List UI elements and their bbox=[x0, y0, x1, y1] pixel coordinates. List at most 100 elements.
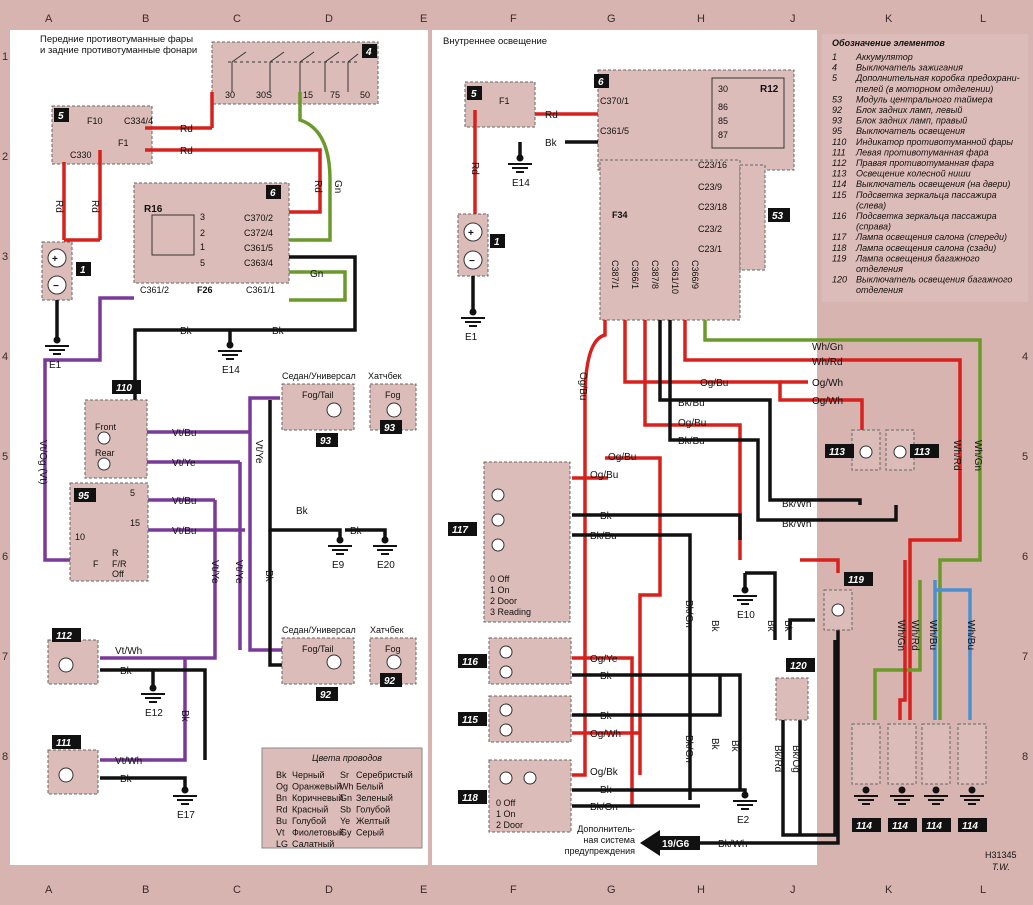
svg-text:C361/1: C361/1 bbox=[246, 285, 275, 295]
legend-item-text: Правая противотуманная фара bbox=[856, 158, 994, 168]
svg-text:Vt/Ye: Vt/Ye bbox=[209, 560, 220, 584]
grid-row-7: 7 bbox=[1022, 651, 1028, 663]
svg-text:95: 95 bbox=[78, 491, 90, 502]
svg-text:112: 112 bbox=[56, 631, 72, 642]
right-box6-bottom-connectors: C387/1 C366/1 C387/8 C361/10 C366/9 bbox=[610, 260, 700, 294]
svg-text:Bk: Bk bbox=[296, 506, 309, 517]
svg-text:Bk: Bk bbox=[600, 671, 613, 682]
svg-text:Rd: Rd bbox=[545, 110, 558, 121]
left-panel bbox=[10, 30, 428, 865]
grid-col-L: L bbox=[980, 884, 986, 896]
svg-text:Bk/Bu: Bk/Bu bbox=[678, 436, 705, 447]
ground-label: E12 bbox=[145, 708, 163, 719]
component-badge: 115 bbox=[458, 712, 487, 726]
legend-item-text: Дополнительная коробка предохрани- bbox=[855, 73, 1020, 83]
svg-text:53: 53 bbox=[772, 211, 784, 222]
svg-text:Bk: Bk bbox=[709, 620, 720, 633]
wire-color-code: Wh bbox=[340, 782, 354, 792]
svg-text:Bk: Bk bbox=[272, 326, 285, 337]
door-switch-2 bbox=[887, 723, 917, 785]
svg-text:R: R bbox=[112, 548, 119, 558]
svg-text:92: 92 bbox=[384, 676, 396, 687]
svg-text:Bk: Bk bbox=[729, 740, 740, 753]
svg-text:Bk/Bu: Bk/Bu bbox=[678, 398, 705, 409]
battery-left-plus bbox=[47, 248, 67, 268]
legend-item-num: 112 bbox=[832, 158, 846, 168]
svg-text:Bk/Og: Bk/Og bbox=[790, 745, 801, 773]
fogtail-lamp-icon-92 bbox=[326, 654, 342, 670]
svg-text:1 On: 1 On bbox=[490, 585, 510, 595]
mirror-light-left bbox=[488, 695, 572, 743]
grid-col-L: L bbox=[980, 13, 986, 25]
legend-item-num: 4 bbox=[832, 63, 837, 73]
component-badge: 93 bbox=[316, 433, 338, 447]
svg-text:Og/Bk: Og/Bk bbox=[590, 767, 619, 778]
svg-text:Vt/Ye: Vt/Ye bbox=[253, 440, 264, 464]
legend-item-text: Освещение колесной ниши bbox=[856, 169, 971, 179]
component-badge: 114 bbox=[958, 818, 987, 832]
legend-item-num: 5 bbox=[832, 73, 838, 83]
svg-text:0 Off: 0 Off bbox=[496, 798, 516, 808]
legend-item-text: Аккумулятор bbox=[855, 52, 913, 62]
svg-text:0 Off: 0 Off bbox=[490, 574, 510, 584]
svg-text:предупреждения: предупреждения bbox=[565, 846, 635, 856]
grid-col-F: F bbox=[510, 13, 517, 25]
legend-item-num: 95 bbox=[832, 126, 843, 136]
grid-col-F: F bbox=[510, 884, 517, 896]
grid-col-G: G bbox=[607, 13, 616, 25]
ground-icon bbox=[854, 786, 878, 805]
boot-light-switch bbox=[775, 677, 809, 721]
component-badge: 114 bbox=[922, 818, 951, 832]
svg-text:2 Door: 2 Door bbox=[490, 596, 517, 606]
legend-item-text: Лампа освещения багажного bbox=[855, 253, 980, 263]
svg-text:1: 1 bbox=[80, 265, 86, 276]
svg-text:Og/Bu: Og/Bu bbox=[678, 418, 706, 429]
svg-text:Wh/Gn: Wh/Gn bbox=[972, 440, 983, 471]
svg-text:Bk: Bk bbox=[350, 526, 363, 537]
svg-text:C370/2: C370/2 bbox=[244, 213, 273, 223]
mirror-light-right bbox=[488, 637, 572, 685]
right-wires bbox=[471, 110, 982, 845]
legend-item-text: Лампа освещения салона (спереди) bbox=[855, 232, 1007, 242]
svg-text:110: 110 bbox=[116, 383, 132, 394]
svg-text:85: 85 bbox=[718, 116, 728, 126]
front-interior-lamp-icon-2 bbox=[491, 513, 505, 527]
svg-text:Gn: Gn bbox=[310, 269, 323, 280]
svg-text:50: 50 bbox=[360, 90, 370, 100]
component-badge: 92 bbox=[316, 687, 338, 701]
ground-icon: E14 bbox=[508, 154, 532, 189]
svg-text:114: 114 bbox=[892, 821, 908, 832]
wheel-arch-light-1-icon bbox=[859, 445, 873, 459]
door-switch-4 bbox=[957, 723, 987, 785]
central-timer-module bbox=[739, 164, 766, 271]
svg-text:C23/16: C23/16 bbox=[698, 160, 727, 170]
junction-box-right bbox=[597, 69, 795, 171]
rear-interior-lamp-modes: 0 Off 1 On 2 Door bbox=[496, 798, 523, 830]
wire-color-code: Bu bbox=[276, 816, 287, 826]
relay-r16 bbox=[151, 214, 195, 256]
component-badge: 114 bbox=[888, 818, 917, 832]
svg-text:2: 2 bbox=[200, 228, 205, 238]
svg-text:117: 117 bbox=[452, 525, 468, 536]
svg-text:111: 111 bbox=[56, 738, 72, 749]
legend-item-text: Лампа освещения салона (сзади) bbox=[855, 243, 996, 253]
svg-text:Bk/Gn: Bk/Gn bbox=[683, 600, 694, 628]
svg-text:92: 92 bbox=[320, 690, 332, 701]
svg-text:1: 1 bbox=[200, 242, 205, 252]
svg-text:C361/10: C361/10 bbox=[670, 260, 680, 294]
svg-text:Vt/Og (Vt): Vt/Og (Vt) bbox=[37, 440, 48, 484]
legend-item-num: 118 bbox=[832, 243, 846, 253]
svg-text:114: 114 bbox=[856, 821, 872, 832]
svg-text:Fog: Fog bbox=[385, 390, 401, 400]
legend-item-num: 119 bbox=[832, 253, 846, 263]
svg-text:Wh/Rd: Wh/Rd bbox=[812, 357, 843, 368]
svg-text:93: 93 bbox=[384, 423, 396, 434]
ground-icon: E20 bbox=[373, 536, 397, 571]
wire-color-code: Sr bbox=[340, 770, 349, 780]
